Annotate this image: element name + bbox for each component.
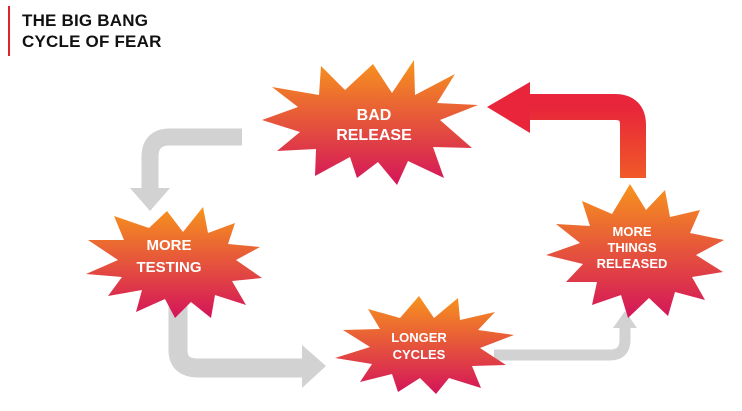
burst-more-testing-shape	[86, 207, 262, 318]
burst-longer-cycles-line2: CYCLES	[393, 347, 446, 362]
burst-bad-release-shape	[262, 60, 478, 185]
burst-more-things-released: MORE THINGS RELEASED	[546, 184, 724, 318]
burst-more-things-released-line3: RELEASED	[597, 256, 668, 271]
burst-bad-release: BAD RELEASE	[262, 60, 478, 185]
burst-more-things-released-line2: THINGS	[607, 240, 656, 255]
burst-longer-cycles: LONGER CYCLES	[335, 296, 514, 394]
arrow-released-to-release	[487, 82, 646, 178]
slide-title: THE BIG BANG CYCLE OF FEAR	[22, 10, 162, 52]
burst-bad-release-line2: RELEASE	[336, 127, 412, 144]
arrow-cycles-to-released	[494, 311, 637, 361]
burst-more-testing-line2: TESTING	[136, 259, 201, 276]
burst-more-testing-line1: MORE	[147, 237, 192, 254]
burst-more-things-released-shape	[546, 184, 724, 318]
burst-more-testing: MORE TESTING	[86, 207, 262, 318]
burst-longer-cycles-line1: LONGER	[391, 330, 447, 345]
title-accent-bar	[8, 6, 10, 56]
slide-title-line2: CYCLE OF FEAR	[22, 32, 162, 51]
burst-bad-release-line1: BAD	[357, 107, 392, 124]
burst-more-things-released-line1: MORE	[613, 224, 652, 239]
burst-longer-cycles-shape	[335, 296, 514, 394]
slide-title-line1: THE BIG BANG	[22, 11, 149, 30]
arrow-release-to-testing	[130, 128, 242, 211]
arrow-testing-to-cycles	[168, 306, 326, 388]
